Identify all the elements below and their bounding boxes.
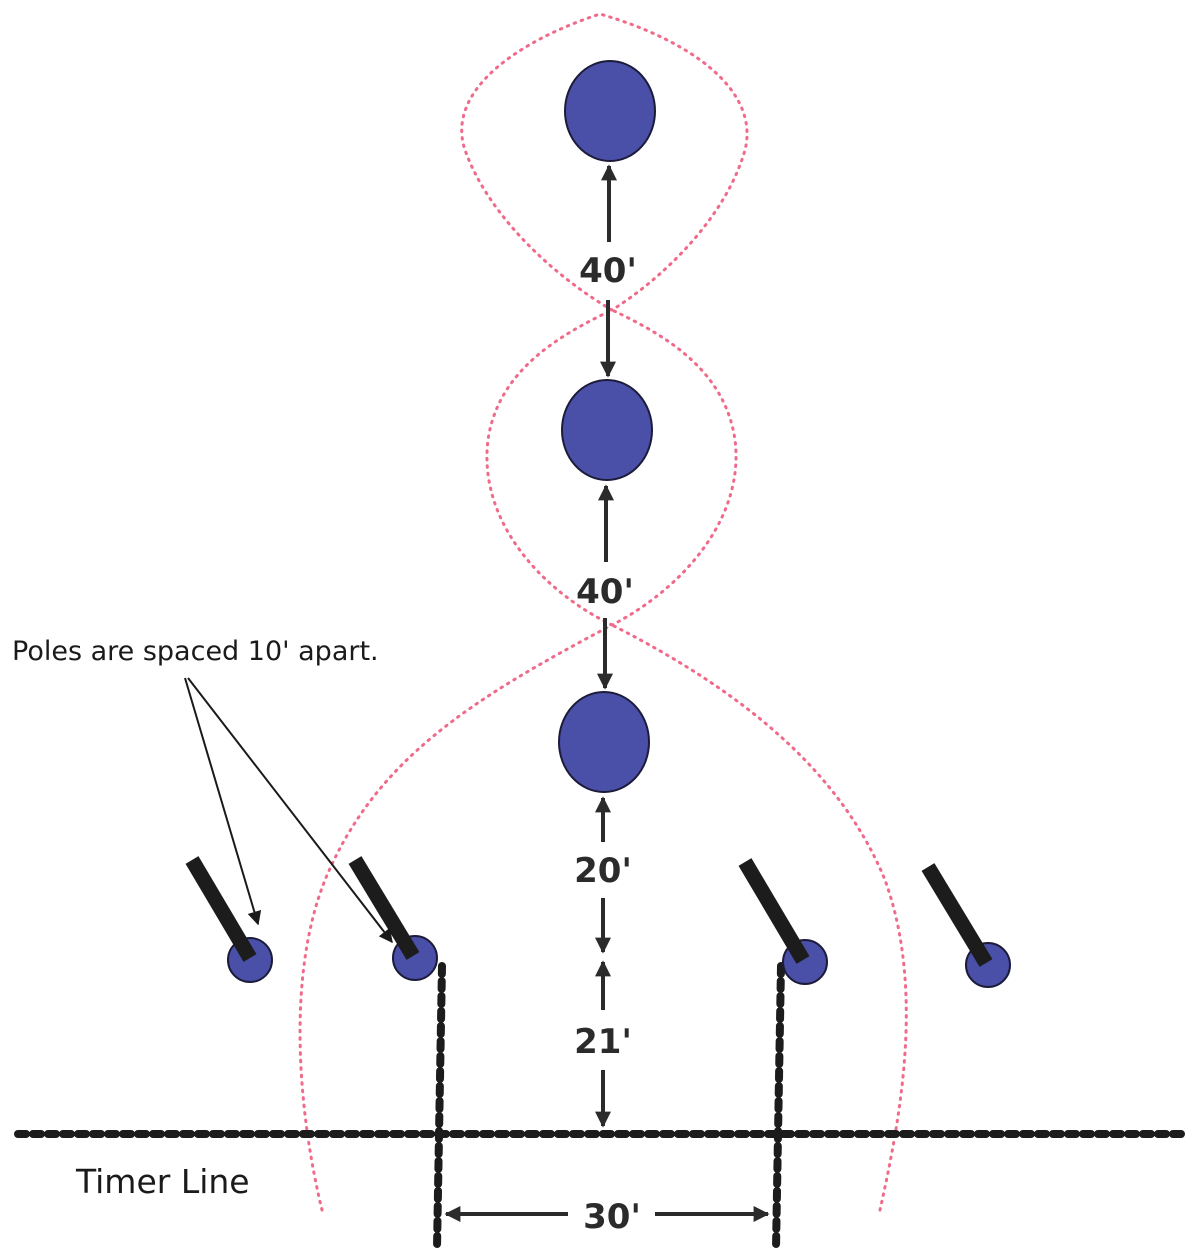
- pole-guide-right: [772, 962, 785, 1248]
- dim-label-40-middle: 40': [576, 572, 634, 612]
- barrel-bottom: [558, 691, 650, 793]
- dim-label-40-top: 40': [579, 251, 637, 291]
- riding-path-middle-loop: [485, 308, 738, 627]
- pole-3: [738, 858, 828, 985]
- poles-spacing-note: Poles are spaced 10' apart.: [12, 636, 379, 667]
- barrel-top: [564, 60, 656, 162]
- pole-2: [348, 856, 438, 981]
- pole-1: [185, 856, 273, 983]
- dim-label-21: 21': [574, 1022, 632, 1062]
- dim-label-30: 30': [583, 1197, 641, 1237]
- pole-4: [921, 863, 1011, 988]
- barrel-middle: [561, 379, 653, 481]
- riding-path-outer-right: [610, 623, 908, 1212]
- note-leader-to-pole-2: [187, 677, 393, 944]
- riding-path-outer-left: [298, 623, 614, 1212]
- timer-line-label: Timer Line: [75, 1162, 250, 1201]
- pole-guide-left: [433, 962, 446, 1248]
- dim-label-20: 20': [574, 851, 632, 891]
- note-leader-to-pole-1: [184, 677, 262, 926]
- riding-path-top-loop: [460, 12, 749, 312]
